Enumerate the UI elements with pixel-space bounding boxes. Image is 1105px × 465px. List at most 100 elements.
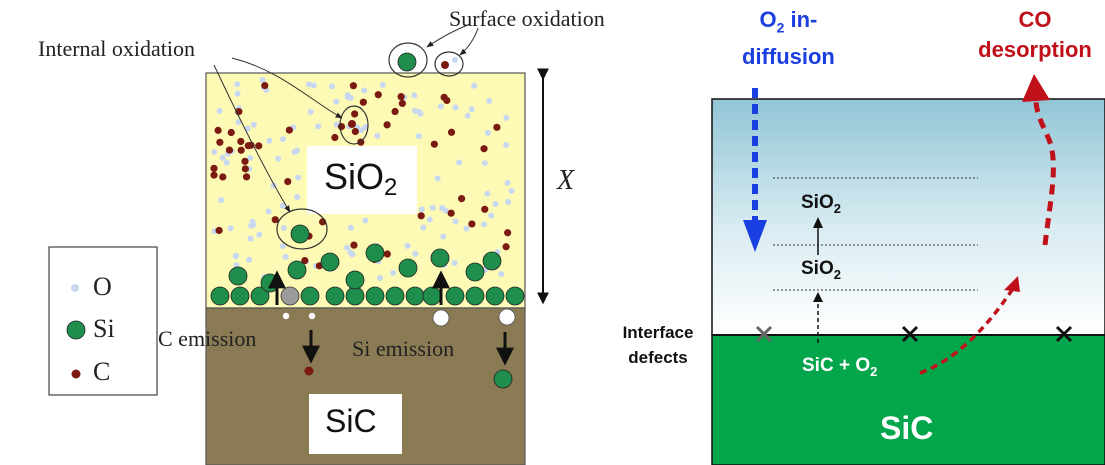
silicon-atom xyxy=(230,286,250,306)
silicon-atom xyxy=(430,248,450,268)
surface-oxidation-label: Surface oxidation xyxy=(449,6,605,31)
growth-arrowhead-lower xyxy=(813,292,823,302)
legend-label-o: O xyxy=(93,272,112,301)
oxygen-atom xyxy=(429,204,436,211)
oxide-region xyxy=(711,98,1105,336)
oxygen-atom xyxy=(362,124,369,131)
legend-oxygen-dot xyxy=(71,284,79,292)
silicon-atom xyxy=(325,286,345,306)
carbon-atom xyxy=(493,123,501,131)
si-emission-label: Si emission xyxy=(352,336,455,361)
carbon-atom xyxy=(227,128,235,137)
silicon-atom xyxy=(482,251,502,271)
oxygen-atom xyxy=(211,148,218,155)
oxygen-atom xyxy=(275,155,282,162)
carbon-atom xyxy=(398,99,406,107)
oxygen-atom xyxy=(452,218,459,225)
defect-cross-3 xyxy=(1055,325,1073,343)
surface-oxidation-ring-2 xyxy=(434,51,464,77)
reaction-arrow xyxy=(919,289,1014,375)
silicon-atom xyxy=(465,262,485,282)
white-atom xyxy=(432,309,450,327)
oxygen-atom xyxy=(480,221,487,228)
oxygen-atom xyxy=(308,312,316,320)
surface-oxidation-ring-1 xyxy=(388,42,428,78)
sic-label-box xyxy=(309,394,402,454)
defect-cross-2 xyxy=(901,325,919,343)
in-text: in- xyxy=(784,7,818,32)
carbon-atom xyxy=(210,171,218,179)
carbon-atom xyxy=(225,146,234,154)
surface-oxidation-arrow-2 xyxy=(459,27,479,56)
oxygen-atom xyxy=(486,97,493,104)
o2-indiffusion-label: O2 in- diffusion xyxy=(742,5,835,72)
carbon-atom xyxy=(301,256,309,265)
carbon-atom xyxy=(502,243,510,251)
carbon-atom xyxy=(215,226,223,235)
co-text: CO xyxy=(1018,7,1052,32)
sio2-label-box xyxy=(307,146,417,214)
carbon-atom xyxy=(480,145,488,153)
o2-diffusion-arrowhead xyxy=(743,220,767,252)
silicon-atom xyxy=(422,286,442,306)
carbon-atom xyxy=(219,173,227,181)
carbon-atom xyxy=(430,140,438,148)
sio2-label-text: SiO xyxy=(324,156,385,197)
carbon-atom xyxy=(447,128,456,136)
silicon-atom xyxy=(287,260,307,280)
carbon-atom xyxy=(242,173,251,181)
carbon-atom xyxy=(214,126,222,134)
oxygen-atom xyxy=(426,216,433,223)
oxygen-atom xyxy=(279,243,286,250)
oxygen-atom xyxy=(266,137,273,144)
internal-oxidation-arrow-1 xyxy=(231,57,343,119)
co-desorption-label: CO desorption xyxy=(970,5,1100,65)
internal-oxidation-label: Internal oxidation xyxy=(38,36,196,61)
sic-label-left: SiC xyxy=(325,403,377,439)
oxygen-atom xyxy=(411,92,418,99)
oxygen-atom xyxy=(295,174,302,181)
oxygen-atom xyxy=(437,103,444,110)
oxygen-atom xyxy=(279,136,286,143)
carbon-atom xyxy=(351,127,359,136)
oxygen-atom xyxy=(503,114,510,121)
oxygen-atom xyxy=(418,206,425,213)
silicon-atom xyxy=(365,243,385,263)
oxygen-atom xyxy=(247,155,254,162)
gray-atom xyxy=(280,286,300,306)
oxygen-atom xyxy=(485,129,492,136)
defects-text: defects xyxy=(628,348,688,367)
oxygen-atom xyxy=(333,98,340,105)
o2-sub: 2 xyxy=(776,19,785,36)
oxygen-atom xyxy=(249,218,256,225)
carbon-atom xyxy=(383,250,391,258)
oxygen-atom xyxy=(417,110,424,117)
oxygen-atom xyxy=(362,217,369,224)
oxygen-atom xyxy=(358,127,365,134)
oxygen-atom xyxy=(412,250,419,257)
sio2-label-sub: 2 xyxy=(384,174,398,201)
oxygen-atom xyxy=(227,225,234,232)
oxygen-atom xyxy=(463,225,470,232)
silicon-atom xyxy=(320,252,340,272)
oxygen-atom xyxy=(246,256,253,263)
carbon-atom xyxy=(244,142,252,150)
oxygen-atom xyxy=(404,242,411,249)
carbon-atom xyxy=(349,82,357,90)
sio2-upper-sub: 2 xyxy=(833,200,841,216)
carbon-atom xyxy=(271,216,279,224)
carbon-atom xyxy=(391,107,399,116)
carbon-atom xyxy=(216,138,224,146)
carbon-atom xyxy=(237,137,245,146)
reaction-label: SiC + O2 xyxy=(802,355,877,379)
reaction-text: SiC + O xyxy=(802,355,871,376)
oxygen-atom xyxy=(259,77,266,84)
oxygen-atom xyxy=(379,81,386,88)
oxygen-atom xyxy=(247,235,254,242)
carbon-atom xyxy=(417,212,425,220)
oxygen-atom xyxy=(420,224,427,231)
oxygen-atom xyxy=(484,190,491,197)
white-atom xyxy=(498,308,516,326)
carbon-atom xyxy=(350,241,358,249)
sio2-upper-text: SiO xyxy=(801,192,834,213)
